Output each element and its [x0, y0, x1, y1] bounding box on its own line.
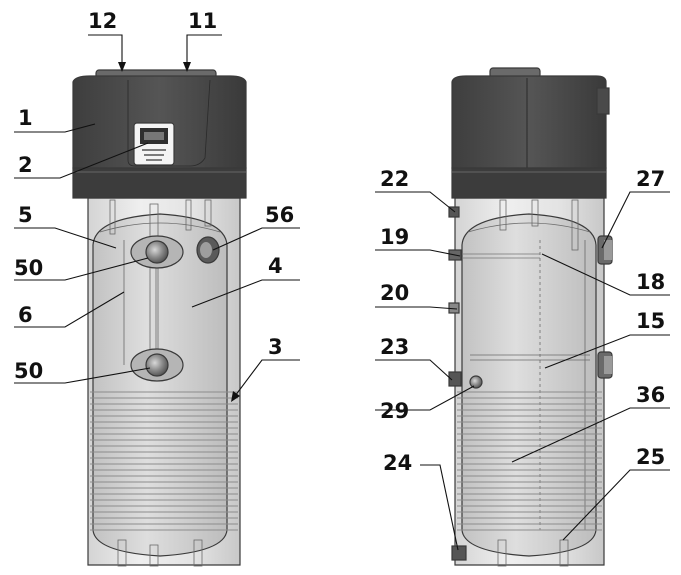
fitting-29 — [469, 375, 483, 389]
component-56 — [196, 236, 220, 264]
callout-1: 1 — [18, 106, 33, 130]
condenser-coil-right — [457, 391, 602, 531]
left-unit — [72, 69, 247, 567]
callout-12: 12 — [88, 9, 117, 33]
fitting-right-lower — [597, 351, 613, 379]
callout-24: 24 — [383, 451, 412, 475]
callout-19: 19 — [380, 225, 409, 249]
callout-36: 36 — [636, 383, 665, 407]
flange-lower-left — [130, 348, 184, 382]
callout-56: 56 — [265, 203, 294, 227]
fitting-27 — [597, 235, 613, 265]
callout-50-upper: 50 — [14, 256, 43, 280]
callout-3: 3 — [268, 335, 283, 359]
callout-4: 4 — [268, 254, 283, 278]
fitting-24 — [451, 545, 467, 561]
callout-labels: 12 11 1 2 5 50 6 50 56 4 3 22 19 20 23 2… — [14, 9, 665, 475]
callout-11: 11 — [188, 9, 217, 33]
callout-23: 23 — [380, 335, 409, 359]
callout-5: 5 — [18, 203, 33, 227]
flange-upper-left — [130, 235, 184, 269]
right-unit — [448, 67, 613, 567]
inner-tank-right — [461, 213, 597, 557]
callout-29: 29 — [380, 399, 409, 423]
callout-18: 18 — [636, 270, 665, 294]
top-housing-left — [72, 69, 247, 199]
callout-6: 6 — [18, 303, 33, 327]
fitting-22 — [448, 206, 460, 218]
callout-20: 20 — [380, 281, 409, 305]
leader-lines — [14, 34, 670, 551]
condenser-coil-left — [90, 391, 238, 531]
callout-2: 2 — [18, 153, 33, 177]
callout-50-lower: 50 — [14, 359, 43, 383]
fitting-23 — [448, 371, 462, 387]
control-panel — [133, 122, 175, 166]
top-housing-right — [451, 67, 610, 199]
callout-25: 25 — [636, 445, 665, 469]
callout-22: 22 — [380, 167, 409, 191]
callout-27: 27 — [636, 167, 665, 191]
callout-15: 15 — [636, 309, 665, 333]
